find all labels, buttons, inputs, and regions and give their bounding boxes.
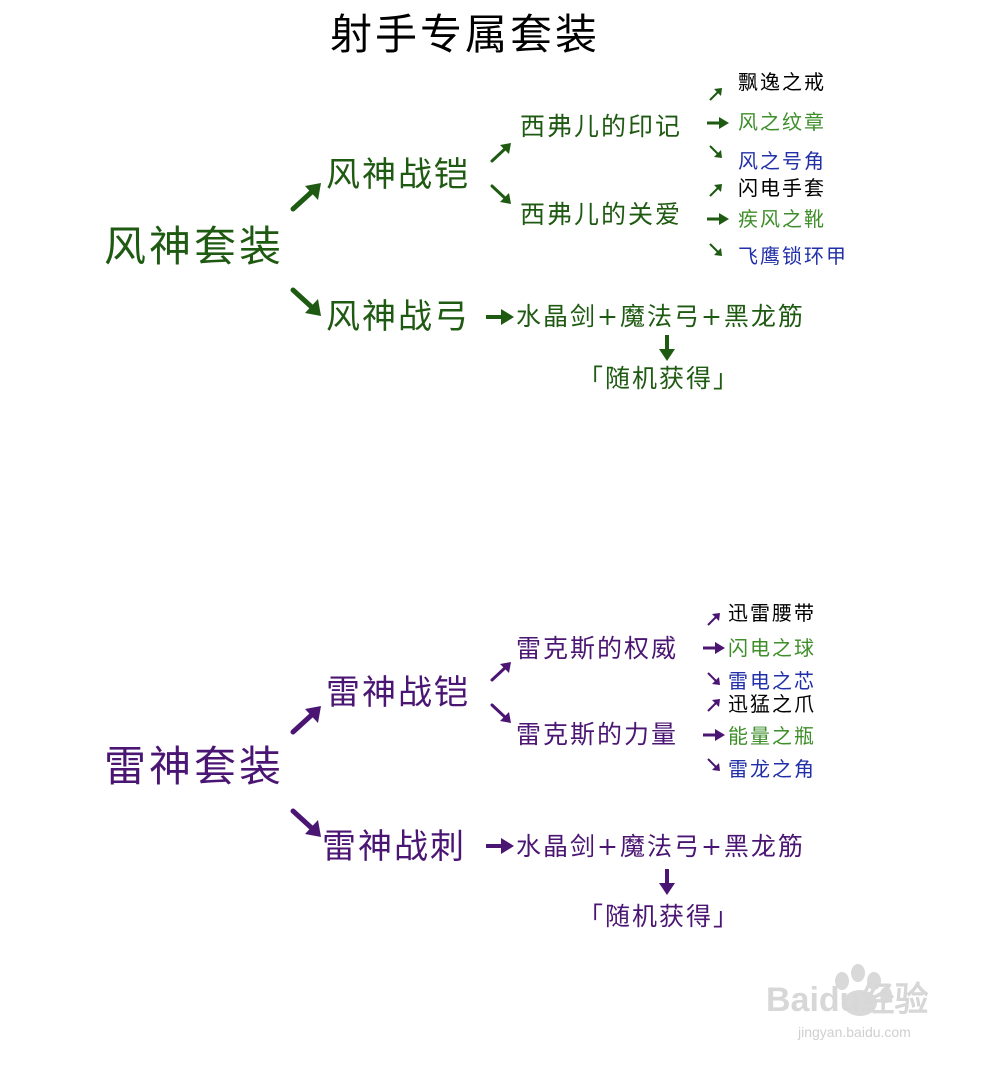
arrow-up-right-icon bbox=[290, 183, 321, 212]
arrow-down-icon bbox=[659, 869, 675, 895]
arrow-up-right-icon bbox=[707, 613, 720, 626]
watermark-url: jingyan.baidu.com bbox=[797, 1024, 911, 1040]
arrow-down-right-icon bbox=[490, 703, 511, 723]
arrow-up-right-icon bbox=[290, 706, 321, 735]
thunder-sub2-item-1: 迅猛之爪 bbox=[728, 692, 816, 716]
arrow-down-right-icon bbox=[707, 758, 720, 771]
arrow-right-icon bbox=[486, 309, 514, 325]
arrow-up-right-icon bbox=[707, 699, 720, 712]
wind-armor-sub2: 西弗儿的关爱 bbox=[520, 200, 683, 229]
thunder-sub1-item-2: 闪电之球 bbox=[728, 636, 816, 660]
arrow-right-icon bbox=[707, 213, 729, 225]
arrow-up-right-icon bbox=[490, 143, 511, 163]
paw-logo-icon bbox=[835, 964, 892, 1016]
thunder-sub1-item-1: 迅雷腰带 bbox=[728, 601, 816, 625]
wind-sub1-item-1: 飘逸之戒 bbox=[738, 70, 826, 94]
arrow-right-icon bbox=[703, 729, 725, 741]
page-title: 射手专属套装 bbox=[330, 10, 601, 59]
arrow-down-right-icon bbox=[490, 184, 511, 204]
arrow-right-icon bbox=[707, 117, 729, 129]
arrow-down-right-icon bbox=[709, 145, 722, 158]
thunder-armor-sub1: 雷克斯的权威 bbox=[516, 634, 679, 663]
thunder-set-name: 雷神套装 bbox=[104, 742, 285, 791]
thunder-weapon-name: 雷神战刺 bbox=[322, 827, 466, 867]
arrow-down-icon bbox=[659, 335, 675, 361]
wind-sub1-item-3: 风之号角 bbox=[738, 149, 826, 173]
arrow-up-right-icon bbox=[490, 662, 511, 682]
arrow-right-icon bbox=[703, 642, 725, 654]
arrow-down-right-icon bbox=[290, 287, 321, 316]
thunder-sub2-item-3: 雷龙之角 bbox=[728, 757, 816, 781]
thunder-armor-sub2: 雷克斯的力量 bbox=[516, 720, 679, 749]
thunder-sub2-item-2: 能量之瓶 bbox=[728, 724, 816, 748]
arrow-up-right-icon bbox=[709, 88, 722, 101]
wind-armor-sub1: 西弗儿的印记 bbox=[520, 112, 683, 141]
wind-armor-name: 风神战铠 bbox=[326, 155, 470, 195]
thunder-weapon-result: 「随机获得」 bbox=[578, 902, 741, 931]
wind-sub1-item-2: 风之纹章 bbox=[738, 110, 826, 134]
wind-sub2-item-1: 闪电手套 bbox=[738, 176, 826, 200]
wind-sub2-item-2: 疾风之靴 bbox=[738, 207, 826, 231]
wind-weapon-name: 风神战弓 bbox=[326, 297, 470, 337]
arrow-down-right-icon bbox=[290, 808, 321, 837]
wind-set-name: 风神套装 bbox=[104, 222, 285, 271]
arrow-up-right-icon bbox=[709, 184, 722, 197]
wind-weapon-result: 「随机获得」 bbox=[578, 364, 741, 393]
wind-weapon-recipe: 水晶剑+魔法弓+黑龙筋 bbox=[516, 302, 805, 331]
wind-sub2-item-3: 飞鹰锁环甲 bbox=[738, 244, 848, 268]
baidu-jingyan-watermark: Baidu经验 jingyan.baidu.com bbox=[766, 964, 928, 1040]
thunder-sub1-item-3: 雷电之芯 bbox=[728, 669, 816, 693]
thunder-armor-name: 雷神战铠 bbox=[326, 673, 470, 713]
arrow-down-right-icon bbox=[707, 672, 720, 685]
arrow-right-icon bbox=[486, 838, 514, 854]
watermark-brand: Baidu经验 bbox=[766, 980, 928, 1019]
arrow-down-right-icon bbox=[709, 243, 722, 256]
thunder-weapon-recipe: 水晶剑+魔法弓+黑龙筋 bbox=[516, 832, 805, 861]
